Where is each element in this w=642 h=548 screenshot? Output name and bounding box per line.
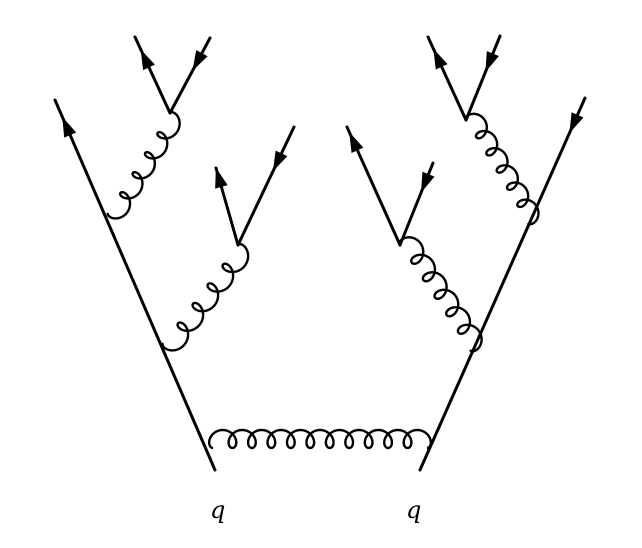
quark-line-right xyxy=(418,96,587,472)
gluon-left-upper xyxy=(106,110,181,220)
gluon-right-lower xyxy=(398,236,483,353)
quark-line-left xyxy=(53,98,217,472)
antiquark-arrow-right-lower-out xyxy=(421,171,435,193)
antiquark-arrow-left-upper-out xyxy=(192,50,208,71)
quark-arrow-right-upper-out xyxy=(433,48,448,70)
antiquark-right-upper-out xyxy=(464,34,502,122)
antiquark-left-upper-out xyxy=(168,36,212,115)
quark-left-upper-out xyxy=(133,35,172,115)
antiquark-arrow-right-upper-out xyxy=(485,51,499,73)
antiquark-arrow-left-lower-out xyxy=(272,150,288,172)
antiquark-left-lower-out xyxy=(236,125,296,247)
quark-arrow-right xyxy=(569,112,584,134)
label-right-quark: q xyxy=(406,496,421,524)
label-left-quark: q xyxy=(210,496,225,524)
quark-arrow-left xyxy=(62,116,77,138)
quark-arrow-right-lower-out xyxy=(349,132,364,153)
gluon-right-upper xyxy=(464,112,540,226)
quark-arrow-left-lower-out xyxy=(215,167,228,189)
gluon-bottom xyxy=(207,428,433,450)
gluon-left-lower xyxy=(161,242,250,352)
quark-arrow-left-upper-out xyxy=(140,49,155,71)
